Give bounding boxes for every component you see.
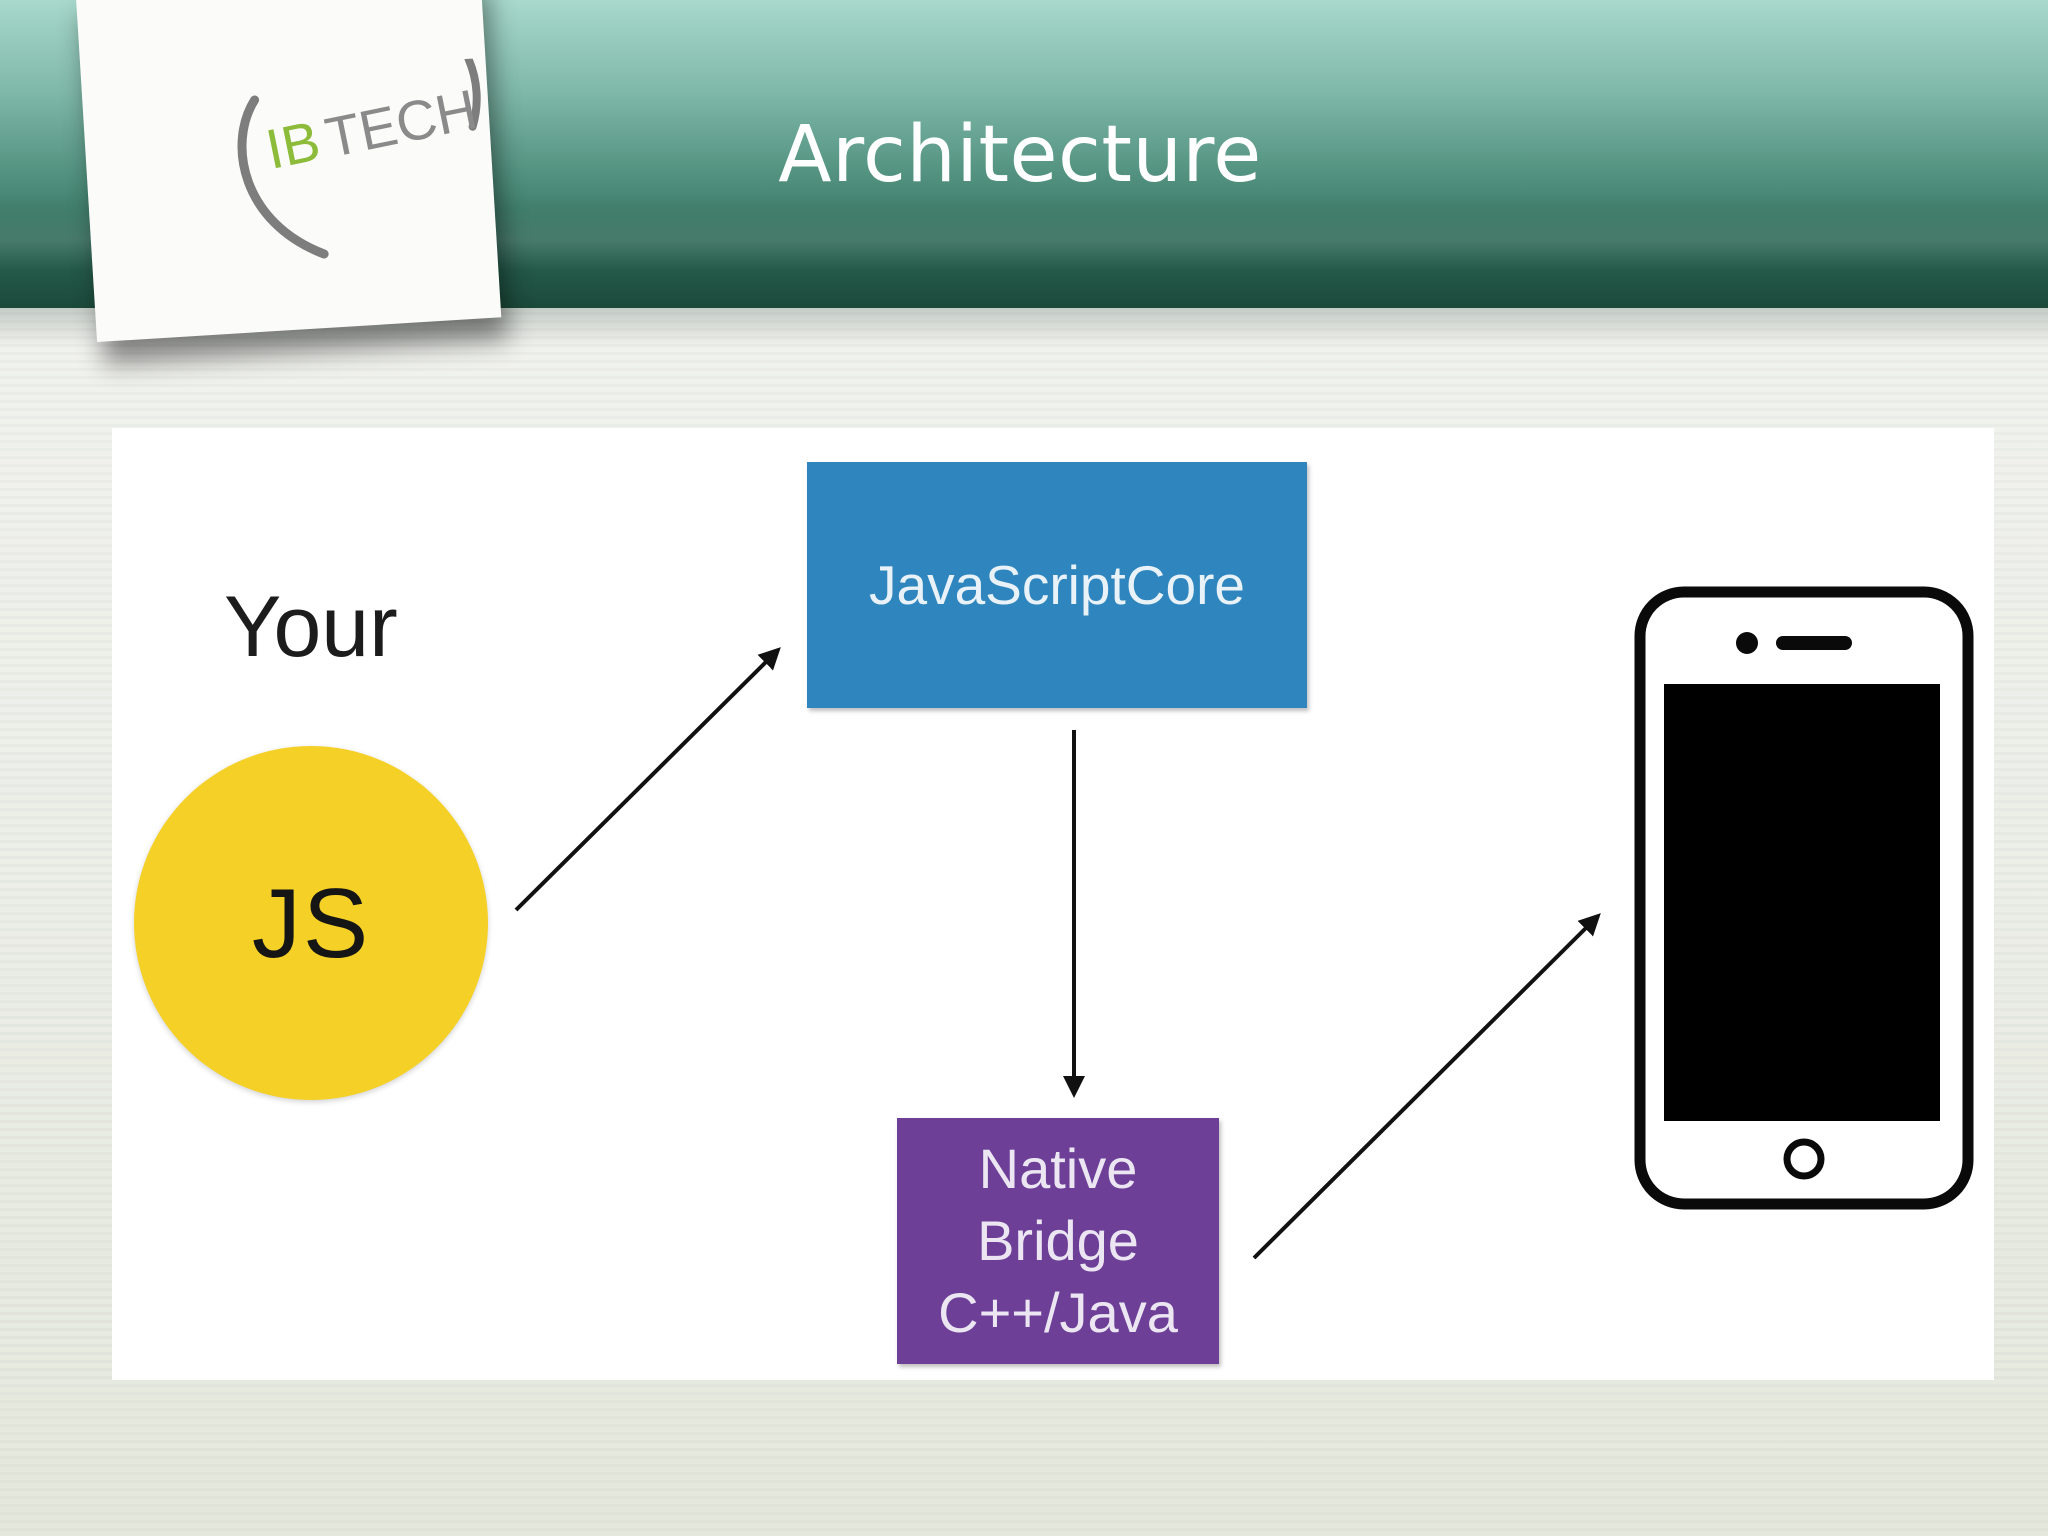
arrow-js-to-engine <box>514 647 781 912</box>
bridge-line-1: Native <box>978 1137 1138 1200</box>
js-circle: JS <box>134 746 488 1100</box>
ibtech-logo-icon: IB TECH <box>237 57 482 259</box>
native-bridge-box: Native Bridge C++/Java <box>897 1118 1219 1364</box>
svg-text:TECH: TECH <box>320 77 482 169</box>
logo-card: IB TECH <box>75 0 502 343</box>
arrows-layer <box>514 647 1601 1260</box>
arrow-bridge-to-device <box>1252 913 1601 1260</box>
svg-text:IB: IB <box>261 109 325 181</box>
slide-title: Architecture <box>778 110 1262 200</box>
bridge-line-2: Bridge <box>977 1209 1139 1272</box>
your-label: Your <box>224 579 398 675</box>
javascriptcore-label: JavaScriptCore <box>869 554 1245 616</box>
smartphone-icon <box>1634 586 1974 1210</box>
bridge-line-3: C++/Java <box>938 1281 1178 1344</box>
js-label: JS <box>251 867 371 978</box>
diagram-panel: Your JS JavaScriptCore Native Bridge C++… <box>112 428 1994 1380</box>
javascriptcore-box: JavaScriptCore <box>807 462 1307 708</box>
